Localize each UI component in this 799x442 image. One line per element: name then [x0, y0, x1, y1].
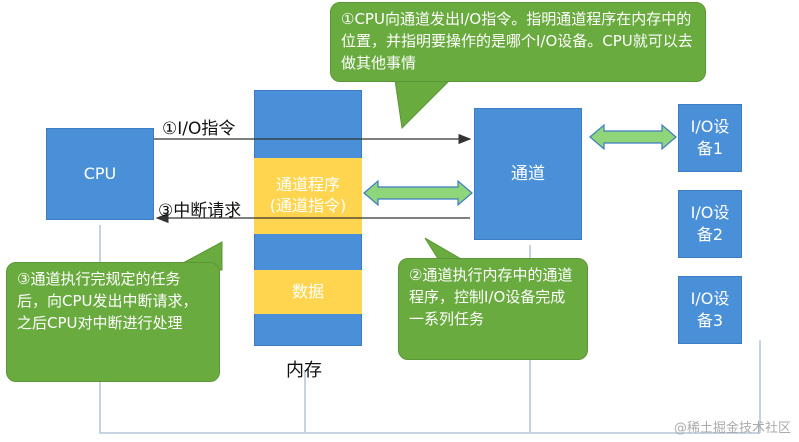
io-device-3-label: I/O设 备3	[690, 289, 730, 330]
io-device-2-label: I/O设 备2	[690, 203, 730, 244]
callout-step2: ②通道执行内存中的通道程序，控制I/O设备完成一系列任务	[398, 258, 588, 360]
callout-step3: ③通道执行完规定的任务后，向CPU发出中断请求，之后CPU对中断进行处理	[6, 262, 220, 382]
channel-io-double-arrow	[589, 123, 677, 151]
data-block: 数据	[254, 270, 362, 314]
channel-program-label: 通道程序 (通道指令)	[269, 175, 347, 215]
callout-step2-text: ②通道执行内存中的通道程序，控制I/O设备完成一系列任务	[409, 266, 573, 328]
watermark: @稀土掘金技术社区	[673, 421, 791, 436]
interrupt-request-label: ③中断请求	[158, 201, 242, 221]
callout-step3-text: ③通道执行完规定的任务后，向CPU发出中断请求，之后CPU对中断进行处理	[17, 270, 198, 332]
cpu-box: CPU	[46, 128, 154, 220]
io-instruction-label: ①I/O指令	[162, 119, 236, 139]
io-device-2: I/O设 备2	[678, 190, 742, 258]
cpu-label: CPU	[83, 164, 117, 184]
io-device-1: I/O设 备1	[678, 104, 742, 172]
channel-program-block: 通道程序 (通道指令)	[254, 158, 362, 234]
callout-step1-text: ①CPU向通道发出I/O指令。指明通道程序在内存中的位置，并指明要操作的是哪个I…	[341, 10, 693, 72]
memory-label: 内存	[286, 360, 322, 381]
data-label: 数据	[291, 281, 324, 301]
memory-channel-double-arrow	[363, 179, 473, 207]
io-device-1-label: I/O设 备1	[690, 117, 730, 158]
channel-box: 通道	[474, 108, 582, 240]
channel-label: 通道	[511, 163, 545, 184]
io-device-3: I/O设 备3	[678, 276, 742, 344]
callout-step1: ①CPU向通道发出I/O指令。指明通道程序在内存中的位置，并指明要操作的是哪个I…	[330, 2, 706, 82]
